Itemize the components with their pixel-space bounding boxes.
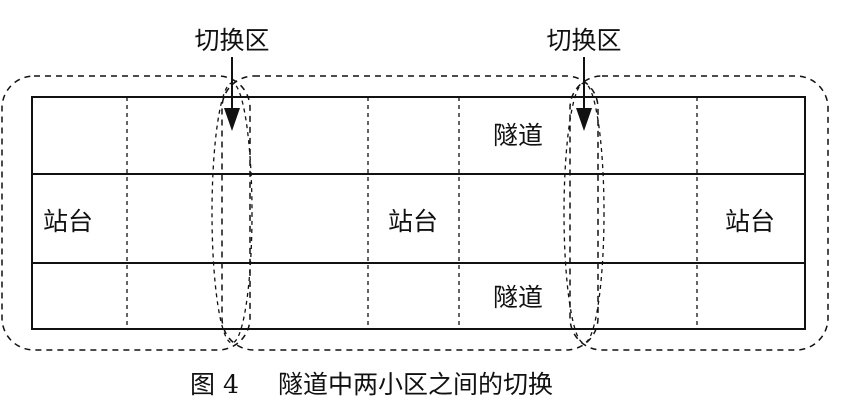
handover-arrow-left [224, 57, 240, 131]
handover-arrow-right [576, 57, 592, 131]
grid-border [31, 96, 806, 330]
figure-title: 隧道中两小区之间的切换 [278, 370, 553, 399]
station-label-right: 站台 [725, 207, 775, 236]
handover-zone-label-right: 切换区 [546, 26, 621, 55]
figure-caption: 图 4 隧道中两小区之间的切换 [190, 370, 553, 399]
tunnel-grid [31, 96, 806, 330]
figure-number: 图 4 [190, 370, 239, 399]
station-label-middle: 站台 [388, 207, 438, 236]
tunnel-label-top: 隧道 [493, 121, 543, 150]
cell-coverage-middle [221, 75, 599, 351]
cell-coverage-right [569, 75, 829, 351]
handover-zone-label-left: 切换区 [194, 26, 269, 55]
cell-coverage-left [1, 75, 251, 351]
tunnel-label-bottom: 隧道 [493, 283, 543, 312]
station-label-left: 站台 [43, 207, 93, 236]
